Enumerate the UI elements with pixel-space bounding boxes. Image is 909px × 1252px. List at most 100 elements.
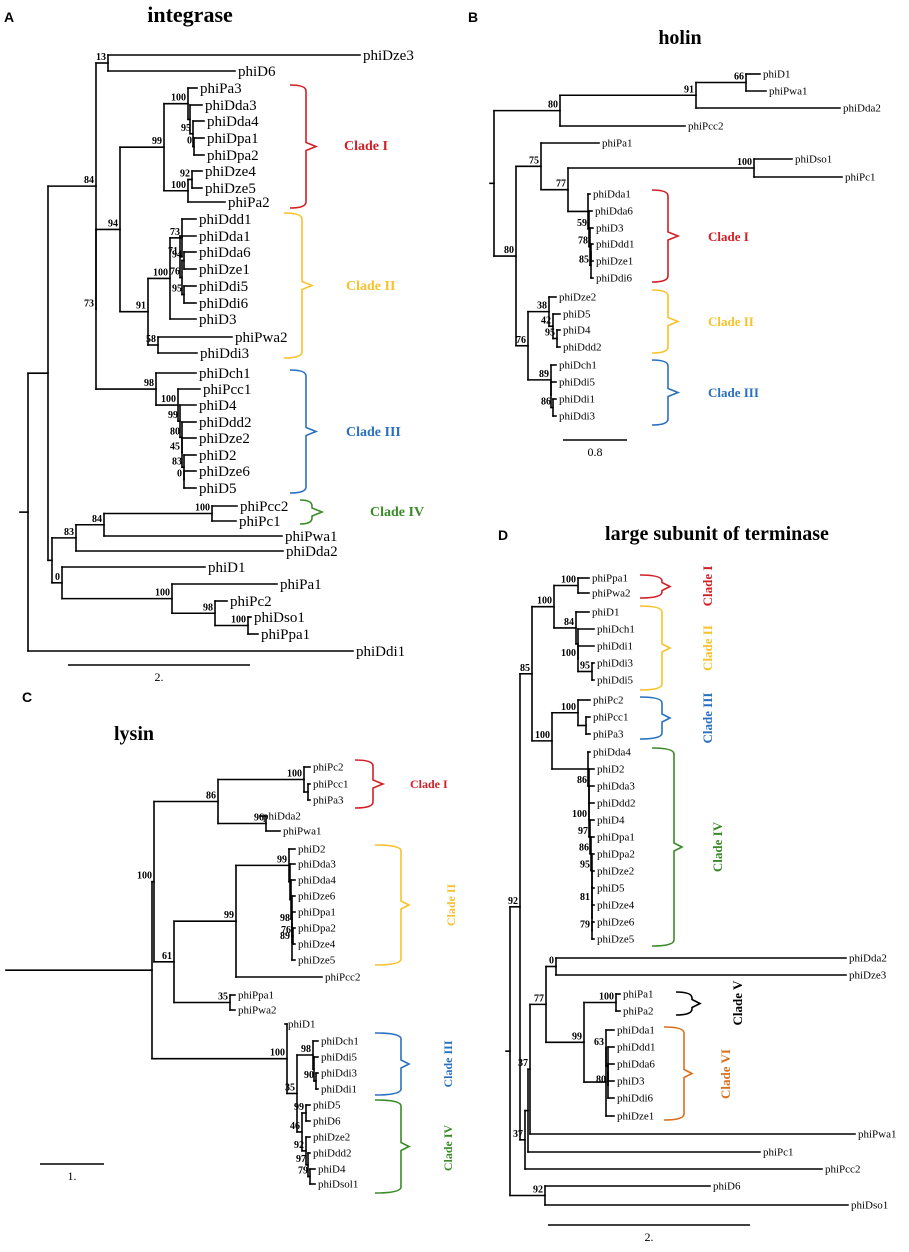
bootstrap-value: 83 <box>64 527 74 538</box>
leaf-label: phiPwa2 <box>235 330 288 346</box>
bootstrap-value: 78 <box>578 236 588 247</box>
leaf-label: phiPwa2 <box>592 588 631 600</box>
bootstrap-value: 83 <box>172 456 182 467</box>
leaf-label: phiDze2 <box>313 1132 350 1144</box>
panel-title: lysin <box>114 723 154 745</box>
leaf-label: phiD4 <box>563 325 591 337</box>
panel-letter: D <box>498 527 508 543</box>
bootstrap-value: 91 <box>136 301 146 312</box>
bootstrap-value: 100 <box>153 267 168 278</box>
leaf-label: phiPcc1 <box>593 712 628 724</box>
leaf-label: phiPc2 <box>593 695 624 707</box>
bootstrap-value: 0 <box>177 469 182 480</box>
leaf-label: phiPwa1 <box>858 1129 897 1141</box>
panel-letter: B <box>468 9 478 25</box>
leaf-label: phiDda4 <box>207 114 259 130</box>
bootstrap-value: 59 <box>577 218 587 229</box>
leaf-label: phiDda1 <box>593 189 631 201</box>
leaf-label: phiDdd1 <box>199 212 252 228</box>
clade-label: Clade III <box>346 425 401 440</box>
panel-letter: C <box>22 689 32 705</box>
leaf-label: phiPcc2 <box>825 1164 860 1176</box>
leaf-label: phiDdi1 <box>559 394 595 406</box>
leaf-label: phiDda1 <box>199 229 251 245</box>
leaf-label: phiD2 <box>298 844 326 856</box>
leaf-label: phiDdd2 <box>597 798 636 810</box>
leaf-label: phiDpa2 <box>597 849 635 861</box>
panel-d-terminase-tree: phiPpa1phiPwa2phiD1phiDch1phiDdi1phiDdi3… <box>498 523 897 1244</box>
leaf-label: phiDpa1 <box>597 832 635 844</box>
bootstrap-value: 100 <box>155 588 170 599</box>
leaf-label: phiDdd1 <box>596 239 635 251</box>
leaf-label: phiDda2 <box>286 544 338 560</box>
leaf-label: phiD5 <box>563 309 591 321</box>
clade-bracket <box>289 369 319 494</box>
bootstrap-value: 96 <box>254 813 264 824</box>
clade-bracket <box>639 696 672 740</box>
leaf-label: phiPpa1 <box>261 627 310 643</box>
clade-bracket <box>354 759 386 809</box>
bootstrap-value: 100 <box>231 615 246 626</box>
leaf-label: phiDda6 <box>199 245 251 261</box>
bootstrap-value: 86 <box>579 843 589 854</box>
bootstrap-value: 76 <box>281 925 291 936</box>
clade-bracket <box>663 1026 694 1121</box>
clade-label: Clade III <box>708 385 759 400</box>
leaf-label: phiDdi6 <box>617 1093 654 1105</box>
leaf-label: phiDda2 <box>849 953 887 965</box>
leaf-label: phiD3 <box>617 1076 645 1088</box>
leaf-label: phiPcc1 <box>313 779 348 791</box>
leaf-label: phiDze4 <box>597 900 635 912</box>
bootstrap-value: 100 <box>737 157 752 168</box>
leaf-label: phiDpa2 <box>298 923 336 935</box>
bootstrap-value: 76 <box>516 335 526 346</box>
bootstrap-value: 73 <box>170 227 180 238</box>
bootstrap-value: 98 <box>144 378 154 389</box>
leaf-label: phiPc2 <box>230 594 272 610</box>
bootstrap-value: 100 <box>270 1048 285 1059</box>
scale-bar-label: 0.8 <box>588 445 603 459</box>
leaf-label: phiDdi5 <box>597 675 634 687</box>
panel-title: integrase <box>147 2 233 27</box>
bootstrap-value: 86 <box>541 397 551 408</box>
leaf-label: phiD4 <box>199 398 237 414</box>
leaf-label: phiDdd2 <box>199 415 252 431</box>
leaf-label: phiD3 <box>199 312 237 328</box>
bootstrap-value: 95 <box>580 661 590 672</box>
leaf-label: phiDch1 <box>199 366 251 382</box>
bootstrap-value: 86 <box>577 775 587 786</box>
leaf-label: phiPa2 <box>623 1006 654 1018</box>
bootstrap-value: 100 <box>171 180 186 191</box>
leaf-label: phiPa3 <box>200 81 242 97</box>
leaf-label: phiDdi6 <box>199 296 249 312</box>
leaf-label: phiD5 <box>199 481 237 497</box>
bootstrap-value: 100 <box>561 575 576 586</box>
leaf-label: phiDze2 <box>559 292 596 304</box>
scale-bar-label: 2. <box>155 670 164 684</box>
leaf-label: phiDze1 <box>596 256 633 268</box>
leaf-label: phiDda3 <box>205 98 257 114</box>
leaf-label: phiD1 <box>763 69 791 81</box>
bootstrap-value: 95 <box>181 123 191 134</box>
panel-c-lysin-tree: phiPc2phiPcc1phiPa3phiDda2phiPwa1phiD2ph… <box>5 689 458 1194</box>
leaf-label: phiPc1 <box>239 514 281 530</box>
bootstrap-value: 97 <box>578 826 588 837</box>
leaf-label: phiDda6 <box>595 206 633 218</box>
leaf-label: phiDso1 <box>795 154 832 166</box>
bootstrap-value: 45 <box>170 442 180 453</box>
bootstrap-value: 99 <box>152 136 162 147</box>
leaf-label: phiD4 <box>597 815 625 827</box>
clade-label: Clade III <box>441 1040 455 1087</box>
bootstrap-value: 84 <box>564 617 574 628</box>
leaf-label: phiDze6 <box>298 891 336 903</box>
clade-bracket <box>289 84 319 209</box>
leaf-label: phiDch1 <box>597 624 635 636</box>
panel-title: large subunit of terminase <box>605 523 829 545</box>
leaf-label: phiDpa1 <box>207 131 259 147</box>
bootstrap-value: 90 <box>304 1070 314 1081</box>
bootstrap-value: 100 <box>287 769 302 780</box>
bootstrap-value: 100 <box>195 503 210 514</box>
clade-bracket <box>374 1032 411 1096</box>
bootstrap-value: 100 <box>537 596 552 607</box>
bootstrap-value: 92 <box>533 1185 543 1196</box>
